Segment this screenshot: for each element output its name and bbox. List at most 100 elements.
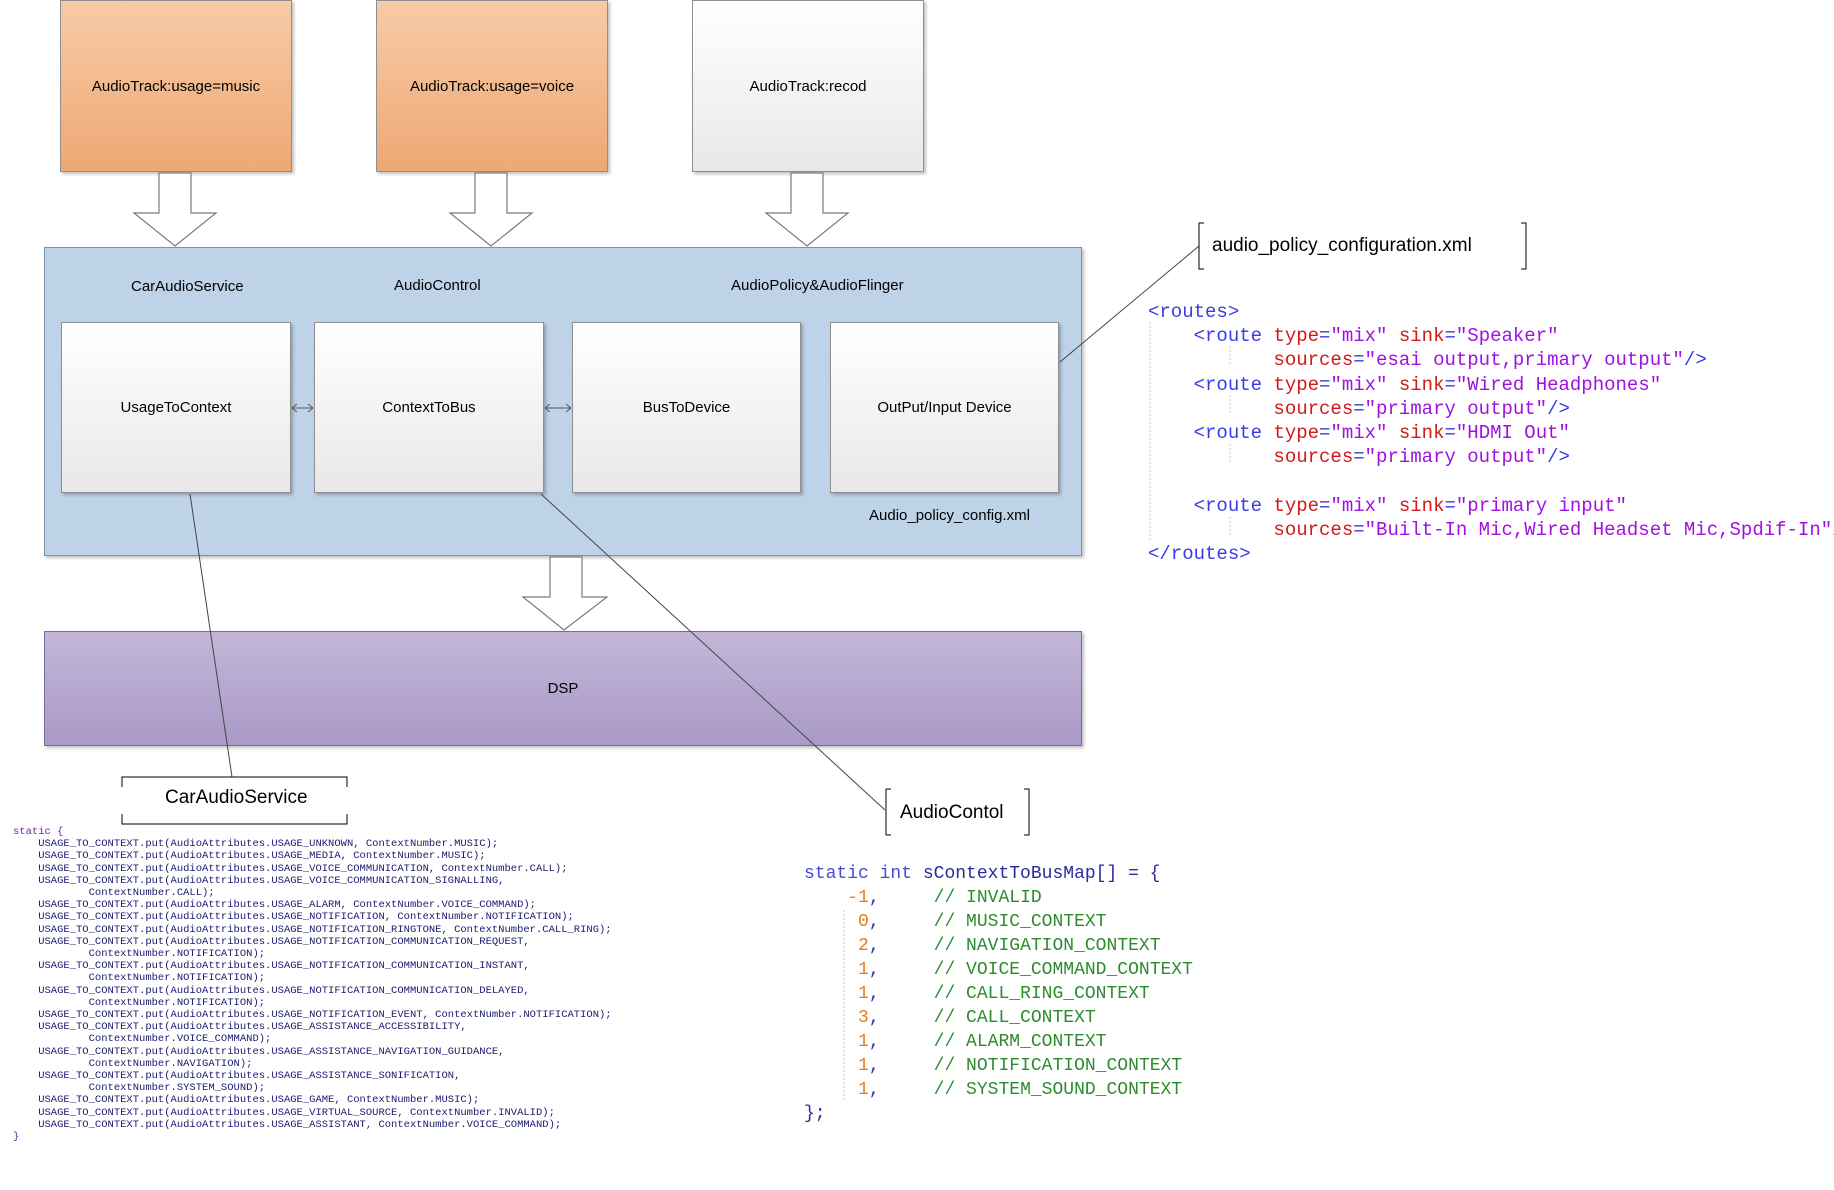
bracket-icon xyxy=(1024,788,1030,836)
callout-car-audio-service: CarAudioService xyxy=(165,787,308,808)
output-input-device-label: OutPut/Input Device xyxy=(877,399,1012,416)
cpp-entry: 1, // ALARM_CONTEXT xyxy=(804,1030,1193,1054)
cpp-comment: // NOTIFICATION_CONTEXT xyxy=(933,1056,1183,1076)
double-arrow-icon xyxy=(291,403,314,413)
bus-to-device-label: BusToDevice xyxy=(642,399,731,416)
xml-routes-code: <routes> <route type="mix" sink="Speaker… xyxy=(1148,300,1834,566)
double-arrow-icon xyxy=(544,403,572,413)
xml-punct: = xyxy=(1444,494,1456,517)
xml-punct: = xyxy=(1444,325,1456,348)
context-to-bus-label: ContextToBus xyxy=(382,399,476,416)
bracket-icon xyxy=(885,788,891,836)
xml-punct: = xyxy=(1353,349,1365,372)
cpp-number: 1 xyxy=(858,1056,869,1076)
xml-value: "mix" xyxy=(1330,422,1388,445)
cpp-entry: 3, // CALL_CONTEXT xyxy=(804,1006,1193,1030)
arrow-down-icon xyxy=(132,172,218,247)
java-line: USAGE_TO_CONTEXT.put(AudioAttributes.USA… xyxy=(13,838,499,851)
java-line: USAGE_TO_CONTEXT.put(AudioAttributes.USA… xyxy=(13,899,536,912)
usage-to-context-box: UsageToContext xyxy=(61,322,291,493)
cpp-comma: , xyxy=(868,888,880,908)
bracket-icon xyxy=(1198,222,1204,270)
callout-line-xml xyxy=(1059,245,1200,363)
cpp-number: 3 xyxy=(858,1008,869,1028)
cpp-comma: , xyxy=(868,1008,880,1028)
audiotrack-voice-label: AudioTrack:usage=voice xyxy=(409,77,575,95)
xml-punct: = xyxy=(1444,373,1456,396)
xml-attr: type xyxy=(1273,422,1320,445)
xml-value: "primary output" xyxy=(1364,446,1548,469)
java-line: USAGE_TO_CONTEXT.put(AudioAttributes.USA… xyxy=(13,1045,505,1058)
java-line: USAGE_TO_CONTEXT.put(AudioAttributes.USA… xyxy=(13,923,612,936)
java-line: USAGE_TO_CONTEXT.put(AudioAttributes.USA… xyxy=(13,862,568,875)
cpp-number: 1 xyxy=(858,984,869,1004)
xml-value: "primary input" xyxy=(1455,494,1627,517)
java-line: USAGE_TO_CONTEXT.put(AudioAttributes.USA… xyxy=(13,1106,555,1119)
cpp-number: 0 xyxy=(858,912,869,932)
java-close: } xyxy=(13,1131,20,1144)
cpp-comment: // CALL_RING_CONTEXT xyxy=(933,984,1150,1004)
cpp-comma: , xyxy=(868,1080,880,1100)
java-line: ContextNumber.NAVIGATION); xyxy=(13,1057,253,1070)
audiotrack-record-label: AudioTrack:recod xyxy=(749,77,867,95)
bracket-icon xyxy=(121,814,348,825)
xml-attr: sources xyxy=(1273,349,1354,372)
dsp-label: DSP xyxy=(547,680,579,697)
xml-tag: /> xyxy=(1832,519,1834,541)
cpp-number: 1 xyxy=(858,960,869,980)
arrow-down-icon xyxy=(448,172,534,247)
cpp-entry: -1, // INVALID xyxy=(804,886,1193,910)
xml-line: <route type="mix" sink="Speaker" xyxy=(1148,324,1834,348)
callout-audio-control: AudioContol xyxy=(900,802,1004,823)
xml-line: sources="primary output"/> xyxy=(1148,445,1834,469)
xml-line: <route type="mix" sink="HDMI Out" xyxy=(1148,421,1834,445)
xml-value: "primary output" xyxy=(1364,397,1548,420)
cpp-number: -1 xyxy=(847,888,869,908)
java-line: USAGE_TO_CONTEXT.put(AudioAttributes.USA… xyxy=(13,911,574,924)
usage-to-context-label: UsageToContext xyxy=(120,399,232,416)
xml-value: "Speaker" xyxy=(1455,325,1559,348)
xml-tag: /> xyxy=(1683,349,1707,372)
cpp-comma: , xyxy=(868,1056,880,1076)
bracket-icon xyxy=(121,776,348,787)
java-line: USAGE_TO_CONTEXT.put(AudioAttributes.USA… xyxy=(13,960,530,973)
xml-tag: </routes> xyxy=(1148,543,1251,566)
xml-value: "esai output,primary output" xyxy=(1364,349,1684,372)
audio-control-label: AudioControl xyxy=(394,277,481,294)
java-line: ContextNumber.VOICE_COMMAND); xyxy=(13,1033,272,1046)
cpp-comment: // CALL_CONTEXT xyxy=(933,1008,1096,1028)
xml-punct: = xyxy=(1319,494,1331,517)
java-line: ContextNumber.CALL); xyxy=(13,887,215,900)
callout-line-audio-control xyxy=(540,493,886,811)
cpp-comma: , xyxy=(868,1032,880,1052)
xml-punct: = xyxy=(1319,325,1331,348)
car-audio-service-label: CarAudioService xyxy=(131,278,244,295)
xml-punct: = xyxy=(1444,422,1456,445)
xml-value: "Wired Headphones" xyxy=(1455,373,1662,396)
audiotrack-voice-box: AudioTrack:usage=voice xyxy=(376,0,608,172)
cpp-entry: 1, // SYSTEM_SOUND_CONTEXT xyxy=(804,1078,1193,1102)
cpp-number: 2 xyxy=(858,936,869,956)
cpp-context-to-bus-code: static int sContextToBusMap[] = { -1, //… xyxy=(804,862,1193,1126)
cpp-comment: // NAVIGATION_CONTEXT xyxy=(933,936,1161,956)
xml-attr: sink xyxy=(1398,373,1445,396)
cpp-comment: // MUSIC_CONTEXT xyxy=(933,912,1107,932)
cpp-comment: // VOICE_COMMAND_CONTEXT xyxy=(933,960,1193,980)
java-line: ContextNumber.SYSTEM_SOUND); xyxy=(13,1082,266,1095)
cpp-comment: // INVALID xyxy=(933,888,1042,908)
java-line: ContextNumber.NOTIFICATION); xyxy=(13,996,266,1009)
output-input-device-box: OutPut/Input Device xyxy=(830,322,1059,493)
xml-line: </routes> xyxy=(1148,542,1834,566)
cpp-comma: , xyxy=(868,984,880,1004)
cpp-number: 1 xyxy=(858,1032,869,1052)
callout-xml-file: audio_policy_configuration.xml xyxy=(1212,235,1472,256)
xml-line: sources="Built-In Mic,Wired Headset Mic,… xyxy=(1148,518,1834,542)
cpp-entry: 1, // CALL_RING_CONTEXT xyxy=(804,982,1193,1006)
java-line: USAGE_TO_CONTEXT.put(AudioAttributes.USA… xyxy=(13,1021,467,1034)
dsp-box: DSP xyxy=(44,631,1082,746)
xml-attr: sink xyxy=(1398,494,1445,517)
xml-punct: = xyxy=(1319,422,1331,445)
xml-attr: type xyxy=(1273,325,1320,348)
xml-tag: <route xyxy=(1193,422,1274,445)
